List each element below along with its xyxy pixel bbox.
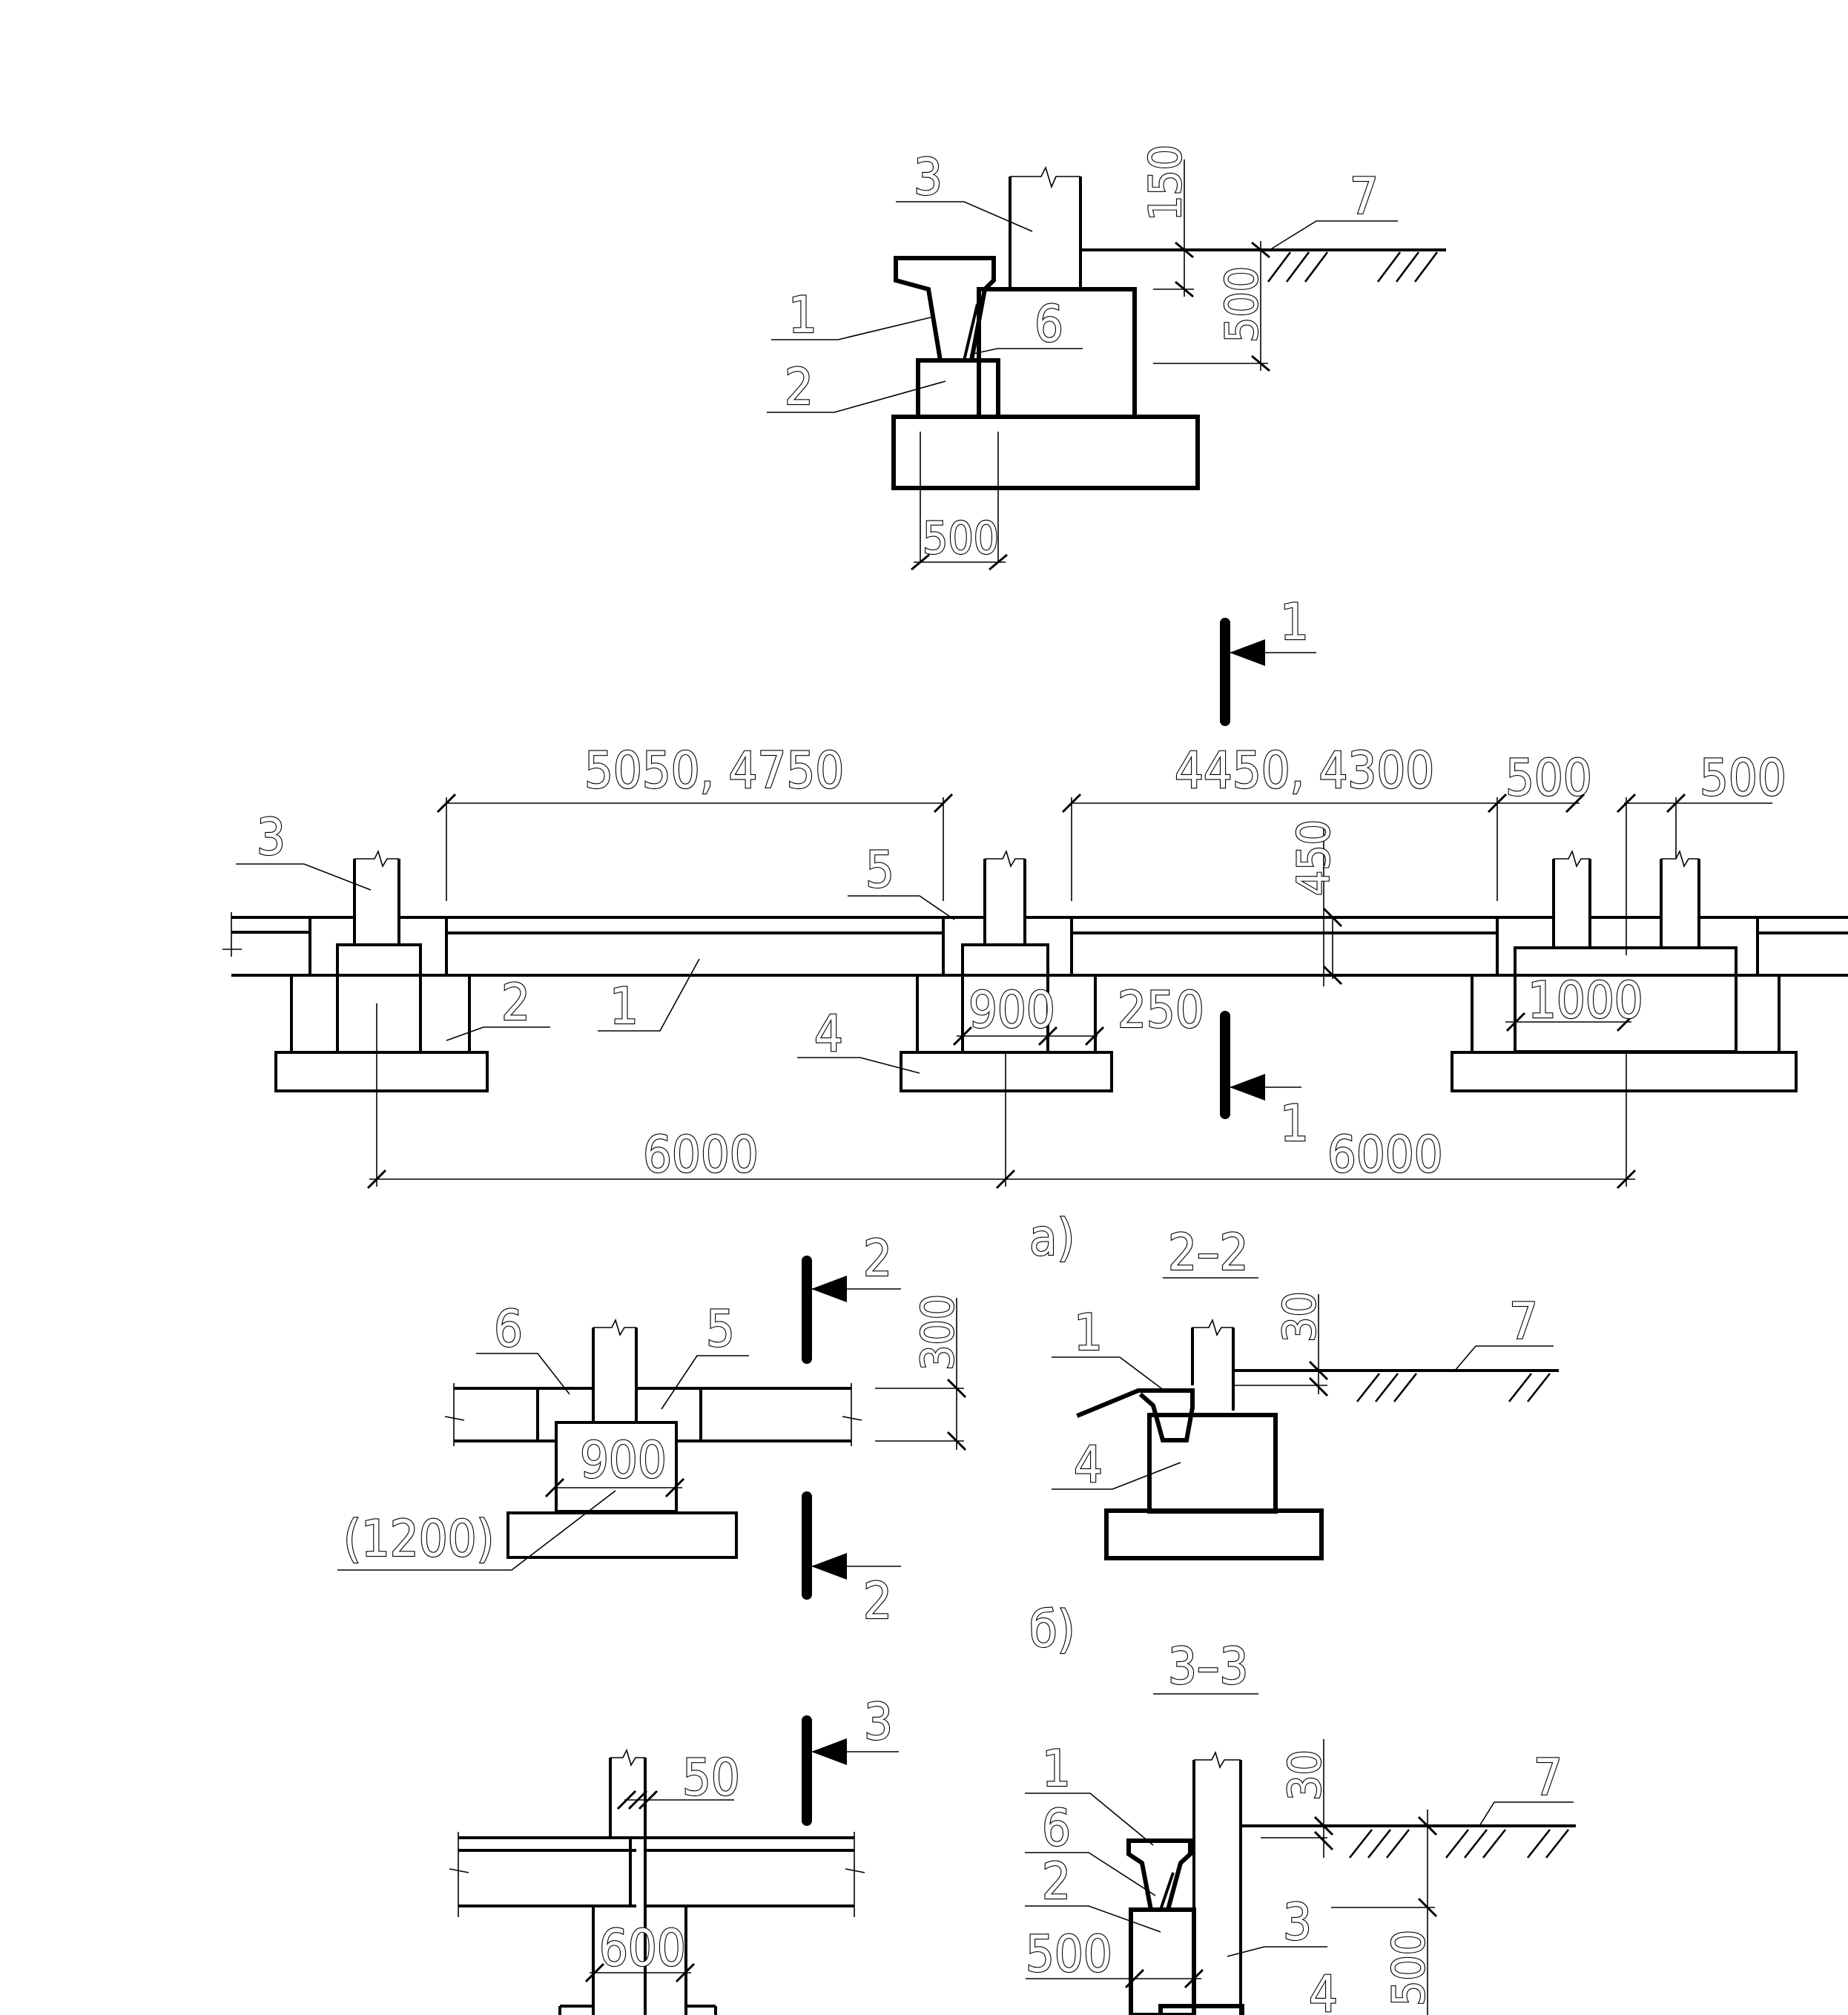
- plan-b-beams: [444, 1383, 862, 1446]
- section-3-3-leader-6: 6: [1042, 1799, 1071, 1858]
- section-3-3-leader-7: 7: [1534, 1749, 1562, 1807]
- section-marker-1-top-label: 1: [1280, 593, 1309, 652]
- section-marker-3-label: 3: [864, 1693, 893, 1752]
- section-2-2-leader-7: 7: [1509, 1293, 1538, 1351]
- top-leader-3: 3: [914, 148, 943, 207]
- plan-b-dimensions: 300 900 (1200): [337, 1293, 967, 1571]
- top-section: 150 500 500 3 7 1 6 2: [767, 144, 1446, 571]
- plan-b-dim-300: 300: [912, 1294, 964, 1371]
- top-dim-500-horizontal: 500: [923, 512, 999, 564]
- section-2-2-pedestal: [1147, 1413, 1278, 1514]
- plan-b-dim-1200: (1200): [343, 1510, 494, 1569]
- plan-b-leader-5: 5: [706, 1300, 735, 1359]
- section-marker-3: 3: [802, 1692, 899, 1826]
- section-3-3-title: 3–3: [1168, 1638, 1248, 1696]
- plan-a-leader-2: 2: [501, 974, 530, 1032]
- plan-a-foundation-left: [274, 849, 489, 1092]
- top-leader-7: 7: [1350, 168, 1379, 226]
- section-2-2-leader-1: 1: [1074, 1304, 1103, 1362]
- plan-a-leader-1: 1: [610, 977, 638, 1036]
- section-3-3-dim-30: 30: [1279, 1749, 1331, 1801]
- top-leaders: 3 7 1 6 2: [767, 148, 1398, 418]
- plan-c-dim-50: 50: [682, 1749, 740, 1807]
- section-3-3-footing: [1158, 2004, 1244, 2015]
- section-2-2: 2–2 30 1 7 4: [1052, 1223, 1559, 1560]
- plan-a-leader-3: 3: [257, 808, 286, 867]
- plan-a-foundation-right: [1451, 849, 1798, 1092]
- plan-a-bottom-dimensions: 6000 6000: [366, 1003, 1637, 1190]
- top-footing: [891, 415, 1200, 490]
- section-marker-1-bottom-label: 1: [1280, 1095, 1309, 1153]
- top-leader-6: 6: [1034, 295, 1063, 354]
- section-3-3-leader-3: 3: [1283, 1893, 1312, 1952]
- section-marker-2-bottom-label: 2: [863, 1572, 892, 1631]
- section-2-2-beam: [1076, 1388, 1195, 1442]
- section-2-2-footing: [1104, 1508, 1324, 1560]
- caption-b: б): [1029, 1600, 1075, 1659]
- top-dimensions: 150 500 500: [911, 144, 1276, 571]
- top-small-block: [916, 358, 1000, 419]
- plan-a-leader-5: 5: [865, 841, 894, 900]
- plan-a-top-dimensions: 5050, 4750 4450, 4300 500 500 450: [436, 741, 1787, 986]
- plan-c-column: [558, 1748, 717, 2015]
- plan-c-dim-600: 600: [599, 1919, 686, 1978]
- top-tee-beam: [894, 256, 996, 363]
- plan-b: 300 900 (1200) 6 5 2 2 б): [337, 1229, 1076, 1660]
- top-dim-500-vertical: 500: [1216, 266, 1268, 343]
- plan-a-inner-dimensions: 900 250 1000: [952, 971, 1644, 1046]
- section-3-3-tee-beam: [1126, 1838, 1192, 1912]
- plan-a: 5050, 4750 4450, 4300 500 500 450 900 25…: [222, 593, 1848, 1268]
- section-3-3-dimensions: 30 500 500: [1025, 1739, 1438, 2015]
- section-3-3-dim-500-horizontal: 500: [1026, 1925, 1112, 1984]
- section-3-3-leader-1: 1: [1042, 1740, 1071, 1798]
- section-3-3-leaders: 1 7 6 2 3 4: [1025, 1739, 1574, 2015]
- section-2-2-leader-4: 4: [1074, 1436, 1103, 1494]
- section-3-3-dim-500-vertical: 500: [1383, 1930, 1435, 2006]
- section-2-2-dim-30: 30: [1274, 1291, 1326, 1342]
- section-marker-1: 1 1: [1220, 593, 1316, 1154]
- top-leader-2: 2: [785, 358, 814, 417]
- plan-b-dim-900: 900: [580, 1431, 667, 1490]
- plan-a-dim-900: 900: [968, 981, 1055, 1040]
- plan-a-foundation-middle: [900, 849, 1113, 1092]
- plan-b-foundation: [506, 1318, 738, 1559]
- plan-c-beams: [449, 1832, 865, 2015]
- plan-b-leaders: 6 5: [476, 1299, 749, 1410]
- section-3-3-leader-4: 4: [1309, 1965, 1338, 2015]
- plan-a-dim-4450-4300: 4450, 4300: [1175, 742, 1434, 800]
- section-2-2-title: 2–2: [1168, 1224, 1248, 1282]
- top-leader-1: 1: [788, 286, 817, 345]
- top-dim-150: 150: [1140, 145, 1192, 221]
- section-3-3-leader-2: 2: [1042, 1853, 1071, 1911]
- plan-c: 50 600 3: [449, 1692, 899, 2015]
- caption-a: a): [1029, 1209, 1075, 1267]
- section-marker-2-top-label: 2: [863, 1230, 892, 1288]
- plan-a-dim-500-right: 500: [1700, 749, 1786, 808]
- plan-a-dim-5050-4750: 5050, 4750: [584, 742, 844, 800]
- plan-a-dim-6000-right: 6000: [1327, 1126, 1443, 1184]
- section-3-3-small-block: [1129, 1907, 1196, 2015]
- plan-a-dim-450: 450: [1288, 819, 1340, 896]
- plan-a-dim-6000-left: 6000: [643, 1126, 759, 1184]
- plan-a-leader-4: 4: [814, 1005, 843, 1063]
- section-3-3: 3–3 30 500 500 1 7 6: [1025, 1637, 1576, 2015]
- plan-b-leader-6: 6: [494, 1300, 523, 1359]
- section-marker-2: 2 2: [802, 1229, 901, 1632]
- plan-a-beams: [222, 912, 1848, 977]
- plan-a-leaders: 3 5 2 1 4: [236, 808, 955, 1074]
- top-column: [1009, 165, 1082, 289]
- plan-c-dimensions: 50 600: [584, 1748, 741, 1983]
- plan-a-dim-250: 250: [1118, 981, 1204, 1040]
- plan-a-dim-1000: 1000: [1528, 972, 1643, 1030]
- plan-a-dim-500-left: 500: [1505, 749, 1592, 808]
